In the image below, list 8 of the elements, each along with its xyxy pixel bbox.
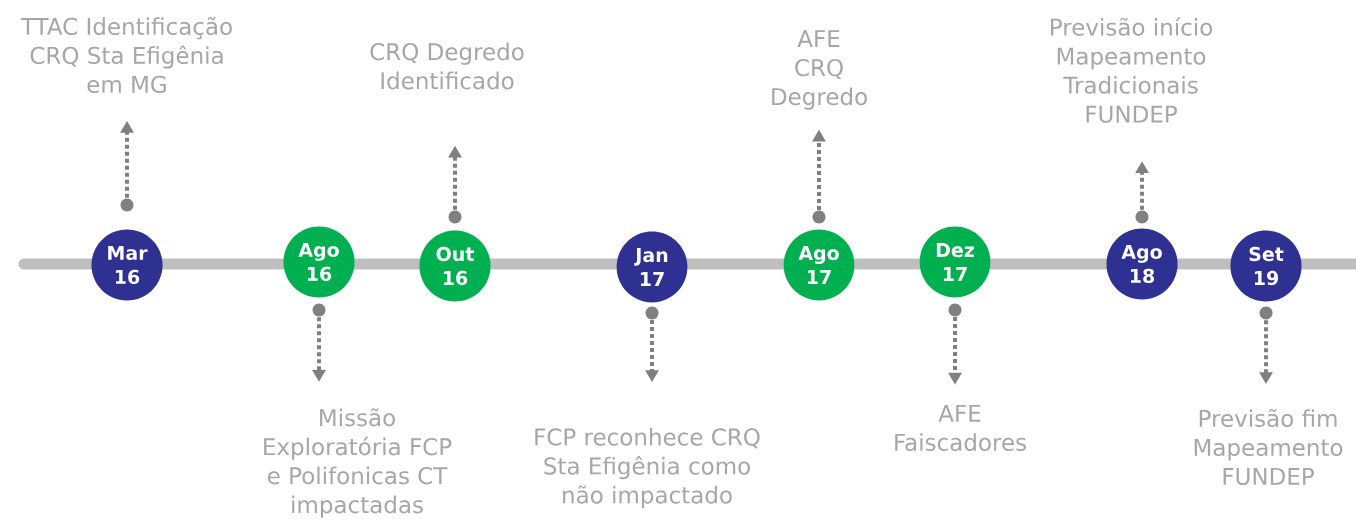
event-text: FCP reconhece CRQ Sta Efigênia como não impactado [535,427,760,509]
event-text: Missão Exploratória FCP e Polifonicas CT impactadas [264,408,452,518]
event-text: Previsão fim Mapeamento FUNDEP [1194,408,1343,486]
event-text: AFE CRQ Degredo [772,30,867,110]
event-text: CRQ Degredo Identificado [370,42,524,90]
event-text: AFE Faiscadores [895,404,1026,452]
event-text: TTAC Identificação CRQ Sta Efigênia em MG [20,16,232,94]
event-text: Previsão início Mapeamento Tradicionais FUNDEP [1051,17,1213,123]
